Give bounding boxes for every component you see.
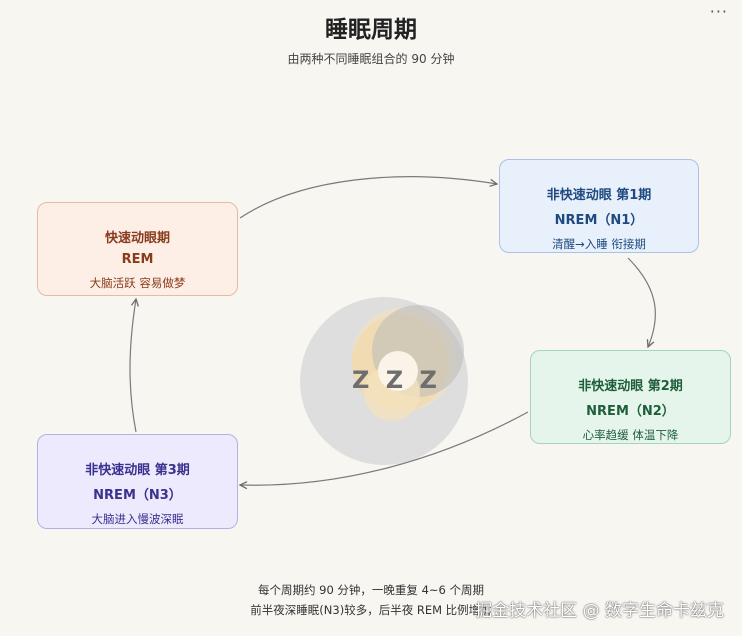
more-options-icon[interactable]: ···: [709, 2, 728, 21]
watermark: 掘金技术社区 @ 数字生命卡兹克: [475, 601, 724, 621]
arrow-n1-to-n2: [627, 257, 656, 347]
arrow-rem-to-n1: [239, 176, 497, 219]
stage-n1-desc: 清醒→入睡 衔接期: [552, 237, 646, 251]
sleep-zzz-text: Z Z Z: [352, 366, 441, 394]
stage-n1-box[interactable]: 非快速动眼 第1期 NREM（N1） 清醒→入睡 衔接期: [499, 159, 699, 253]
stage-n2-desc: 心率趋缓 体温下降: [582, 428, 679, 442]
stage-n3-code: NREM（N3）: [93, 488, 182, 503]
stage-rem-desc: 大脑活跃 容易做梦: [89, 276, 186, 290]
stage-n2-box[interactable]: 非快速动眼 第2期 NREM（N2） 心率趋缓 体温下降: [530, 350, 731, 444]
stage-rem-title: 快速动眼期: [104, 231, 170, 246]
arrow-n3-to-rem: [129, 299, 136, 433]
stage-rem-code: REM: [121, 252, 154, 267]
stage-n3-box[interactable]: 非快速动眼 第3期 NREM（N3） 大脑进入慢波深眠: [37, 434, 238, 529]
stage-n2-title: 非快速动眼 第2期: [578, 379, 683, 394]
stage-n1-code: NREM（N1）: [554, 213, 644, 228]
stage-n3-desc: 大脑进入慢波深眠: [91, 512, 184, 526]
arrow-n2-to-n3: [240, 411, 529, 485]
moon-icon: [300, 297, 468, 465]
page-subtitle: 由两种不同睡眠组合的 90 分钟: [287, 52, 455, 66]
stage-n1-title: 非快速动眼 第1期: [546, 188, 652, 203]
stage-n2-code: NREM（N2）: [586, 404, 675, 419]
stage-n3-title: 非快速动眼 第3期: [85, 463, 190, 478]
page-title: 睡眠周期: [325, 17, 417, 43]
footer-note-2: 前半夜深睡眠(N3)较多，后半夜 REM 比例增加: [250, 603, 492, 617]
footer-note-1: 每个周期约 90 分钟，一晚重复 4~6 个周期: [257, 583, 485, 597]
stage-rem-box[interactable]: 快速动眼期 REM 大脑活跃 容易做梦: [37, 202, 238, 296]
